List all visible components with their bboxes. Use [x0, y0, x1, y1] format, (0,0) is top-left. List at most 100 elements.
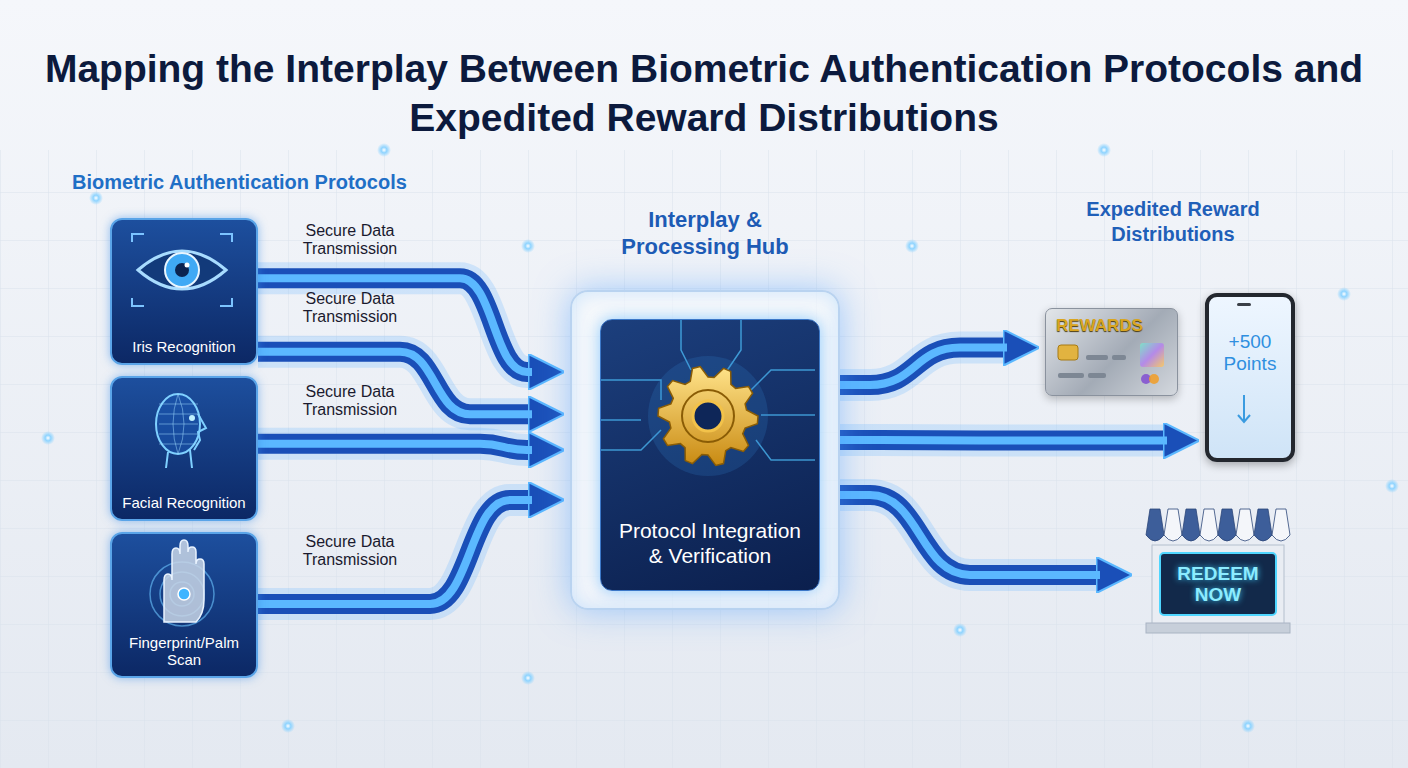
box-label: Fingerprint/Palm Scan [118, 634, 250, 668]
face-profile [194, 414, 206, 450]
connector-group [840, 440, 1167, 441]
section-heading: Expedited Reward Distributions [1043, 197, 1303, 247]
hologram [1140, 343, 1164, 367]
mesh-line [159, 434, 198, 435]
awning-stripe [1272, 509, 1290, 541]
head-outline [156, 394, 200, 454]
connector-highlight [840, 495, 1100, 575]
glow-dot [1337, 287, 1351, 301]
title: Mapping the Interplay Between Biometric … [24, 44, 1384, 142]
connector-highlight [840, 436, 1167, 444]
connector-glow [840, 495, 1100, 575]
connector-highlight [258, 352, 532, 414]
arrow-connector [840, 495, 1100, 575]
glow-dot [1241, 719, 1255, 733]
edge-label: Secure Data Transmission [290, 222, 410, 258]
edge-label: Secure Data Transmission [290, 533, 410, 569]
card-stripe [1058, 373, 1084, 378]
glow-dot [41, 431, 55, 445]
connectors [258, 278, 1167, 604]
glow-dot [1385, 479, 1399, 493]
card-logo [1149, 374, 1159, 384]
phone-art [1209, 297, 1287, 454]
hub-heading: Interplay & Processing Hub [572, 206, 838, 260]
arrow-connector [258, 444, 532, 450]
glow-dot [1097, 143, 1111, 157]
arrow-connector [258, 352, 532, 414]
box-label: Facial Recognition [118, 494, 250, 511]
pupil [175, 263, 189, 277]
biometric-box: Fingerprint/Palm Scan [110, 532, 258, 678]
awning-stripe [1200, 509, 1218, 541]
iris [165, 253, 199, 287]
gear-ring [682, 390, 734, 442]
mesh-line [159, 444, 198, 445]
glow-dot [89, 191, 103, 205]
connector-glow [840, 424, 1167, 456]
eye-outline [138, 251, 226, 289]
download-arrow [1238, 395, 1250, 422]
card-label: REWARDS [1056, 316, 1167, 336]
glow-dot [521, 239, 535, 253]
awning-stripe [1254, 509, 1272, 541]
connector-glow [258, 444, 532, 450]
connector-glow [840, 348, 1007, 385]
grid [0, 150, 1408, 768]
gear-glow [648, 356, 768, 476]
connector-group [258, 500, 532, 604]
box-label: Iris Recognition [118, 338, 250, 355]
connector-group [840, 348, 1007, 385]
biometric-box: Facial Recognition [110, 376, 258, 521]
connector-group [258, 352, 532, 414]
edge-label: Secure Data Transmission [290, 290, 410, 326]
gear-hole [693, 401, 723, 431]
rewards-card: REWARDS [1045, 308, 1178, 396]
card-chip [1058, 345, 1078, 360]
glow-dots [41, 143, 1399, 733]
circuit-trace [751, 370, 815, 390]
eye-point [189, 415, 195, 421]
arrow-connector [258, 500, 532, 604]
store-body [1152, 545, 1284, 625]
connector-glow [258, 352, 532, 414]
glow-dot [281, 719, 295, 733]
connector-highlight [258, 444, 532, 450]
eye-glint [185, 263, 190, 268]
glow-dot [905, 239, 919, 253]
awning-stripe [1236, 509, 1254, 541]
sign-label: REDEEM NOW [1160, 553, 1276, 615]
card-stripe [1086, 355, 1108, 360]
awning-stripe [1218, 509, 1236, 541]
phone-speaker [1237, 303, 1251, 306]
arrow-connector [840, 348, 1007, 385]
gear [658, 367, 758, 466]
mesh-curve [173, 394, 184, 454]
processing-hub: Interplay & Processing HubProtocol Integ… [570, 290, 840, 610]
mesh-line [159, 404, 198, 405]
phone: +500 Points [1205, 293, 1295, 462]
card-stripe [1088, 373, 1106, 378]
edge-label: Secure Data Transmission [290, 383, 410, 419]
glow-dot [953, 623, 967, 637]
points-label: +500 Points [1213, 331, 1287, 375]
circuit-trace [756, 440, 815, 460]
hand-outline [164, 540, 204, 622]
connector-highlight [258, 500, 532, 604]
glow-dot [521, 671, 535, 685]
mesh-line [159, 414, 198, 415]
awning-stripe [1164, 509, 1182, 541]
verification-core: Protocol Integration & Verification [600, 319, 820, 591]
circuit-trace [761, 414, 815, 416]
mesh-line [159, 424, 198, 425]
biometric-box: Iris Recognition [110, 218, 258, 365]
storefront: REDEEM NOW [1138, 505, 1298, 635]
core-label: Protocol Integration & Verification [611, 518, 809, 568]
connector-glow [258, 500, 532, 604]
scan-bracket [132, 234, 232, 306]
card-stripe [1112, 355, 1126, 360]
scan-point [178, 588, 190, 600]
circuit-trace [601, 419, 641, 421]
sign-board [1160, 553, 1276, 615]
connector-highlight [840, 348, 1007, 385]
